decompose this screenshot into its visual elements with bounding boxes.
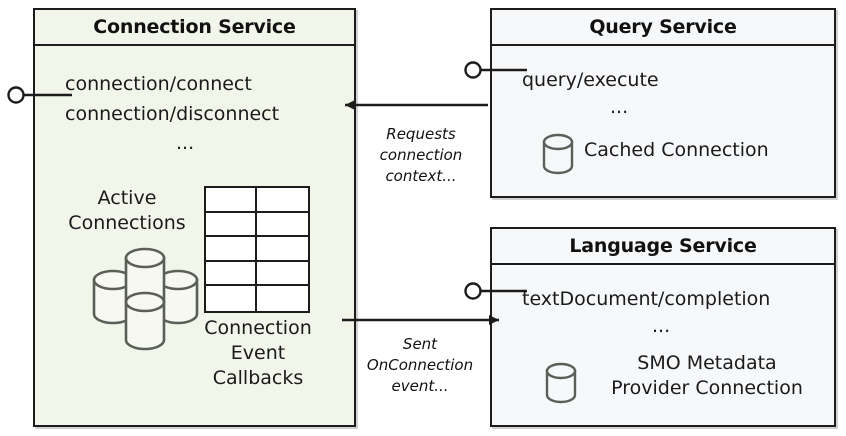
language-service-title: Language Service [569,235,757,257]
smo-metadata-provider-connection-label: SMO Metadata Provider Connection [587,351,827,401]
database-cluster-icon [92,247,199,351]
component-language-service[interactable]: Language Service textDocument/completion… [490,227,836,427]
smo-label-line-1: SMO Metadata [637,352,777,374]
edge-label-line-1: Sent [402,335,438,353]
callbacks-label-line-3: Callbacks [212,367,304,389]
component-query-service[interactable]: Query Service query/execute ... Cached C… [490,8,836,198]
grid-cell [206,188,257,213]
table-grid-icon [204,186,310,313]
grid-cell [206,286,257,311]
edge-label-query-to-connection: Requests connection context... [360,124,482,187]
component-connection-service[interactable]: Connection Service connection/connect co… [33,8,356,427]
endpoint-connection-disconnect[interactable]: connection/disconnect [65,103,280,125]
database-icon [545,362,577,404]
language-service-header: Language Service [492,229,834,265]
language-service-body: textDocument/completion ... SMO Metadata… [492,265,834,425]
grid-cell [206,237,257,262]
smo-label-line-2: Provider Connection [611,377,803,399]
connection-service-ellipsis: ... [176,132,195,154]
database-icon [542,133,574,175]
endpoint-connection-connect[interactable]: connection/connect [65,73,252,95]
grid-cell [257,188,308,213]
connection-service-header: Connection Service [35,10,354,46]
cached-connection-label-line-1: Cached Connection [584,139,769,161]
callbacks-label-line-2: Event [230,342,286,364]
endpoint-query-execute[interactable]: query/execute [522,69,659,91]
grid-cell [257,262,308,287]
callbacks-label-line-1: Connection [204,317,312,339]
active-connections-label-line-1: Active [97,187,157,209]
grid-cell [206,212,257,238]
edge-label-connection-to-language: Sent OnConnection event... [356,334,484,397]
connection-service-title: Connection Service [93,16,296,38]
grid-cell [206,261,257,287]
grid-cell [257,213,308,238]
active-connections-label-line-2: Connections [68,212,186,234]
edge-label-line-1: Requests [386,125,456,143]
query-service-body: query/execute ... Cached Connection [492,46,834,196]
grid-cell [257,237,308,262]
active-connections-label: Active Connections [47,186,207,236]
query-service-ellipsis: ... [610,96,629,118]
edge-label-line-3: event... [391,377,449,395]
query-service-title: Query Service [589,16,737,38]
connection-service-body: connection/connect connection/disconnect… [35,46,354,425]
edge-label-line-3: context... [385,167,457,185]
endpoint-textdocument-completion[interactable]: textDocument/completion [522,288,771,310]
query-service-header: Query Service [492,10,834,46]
edge-label-line-2: OnConnection [366,356,474,374]
language-service-ellipsis: ... [652,315,671,337]
grid-cell [257,286,308,311]
edge-label-line-2: connection [379,146,463,164]
cached-connection-label: Cached Connection [584,138,814,163]
connection-event-callbacks-label: Connection Event Callbacks [192,316,324,391]
